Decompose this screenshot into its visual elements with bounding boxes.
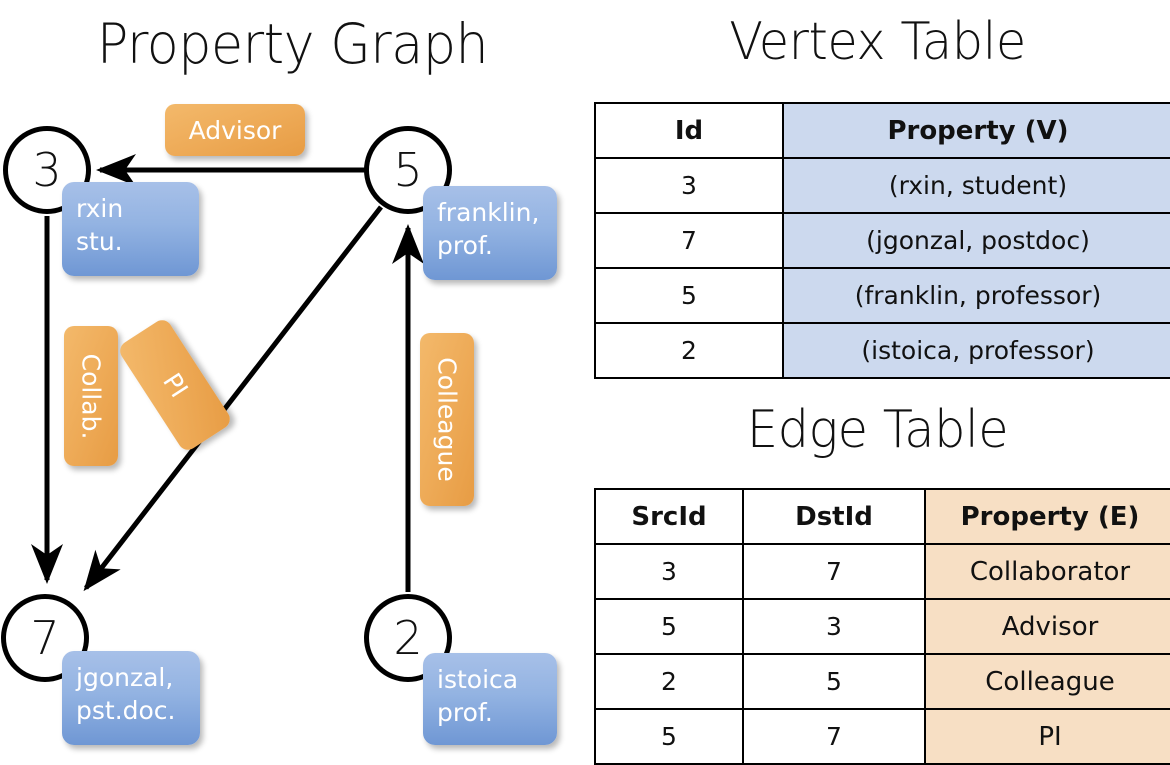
edge-cell-srcid: 3 — [594, 543, 744, 600]
edge-label-box-collab: Collab. — [64, 326, 118, 466]
vertex-cell-id: 3 — [594, 157, 784, 214]
vertex-table-header-property: Property (V) — [782, 102, 1170, 159]
edge-table: SrcId DstId Property (E) 3 7 Collaborato… — [594, 488, 1170, 765]
edge-cell-srcid: 5 — [594, 708, 744, 765]
edge-table-header-srcid: SrcId — [594, 488, 744, 545]
node-property-box-franklin: franklin, prof. — [423, 186, 557, 280]
edge-table-header-property: Property (E) — [924, 488, 1170, 545]
vertex-table-header-id: Id — [594, 102, 784, 159]
edge-cell-dstid: 3 — [742, 598, 926, 655]
table-row: 5 (franklin, professor) — [594, 267, 1170, 324]
table-row: 5 3 Advisor — [594, 598, 1170, 655]
graph-node-2[interactable]: 2 — [364, 594, 452, 682]
property-graph-diagram: 3 5 7 2 rxin stu. franklin, prof. jgonza… — [0, 0, 585, 760]
vertex-cell-property: (istoica, professor) — [782, 322, 1170, 379]
edge-label-text: Collab. — [76, 353, 106, 439]
table-row: 2 5 Colleague — [594, 653, 1170, 710]
graph-edges-svg — [31, 154, 424, 592]
edge-cell-srcid: 5 — [594, 598, 744, 655]
node-property-box-istoica: istoica prof. — [423, 653, 557, 745]
edge-cell-srcid: 2 — [594, 653, 744, 710]
table-header-row: SrcId DstId Property (E) — [594, 488, 1170, 545]
vertex-cell-property: (rxin, student) — [782, 157, 1170, 214]
vertex-cell-id: 7 — [594, 212, 784, 269]
node-property-line-1: rxin — [76, 194, 124, 223]
edge-label-text: Advisor — [188, 115, 282, 145]
table-header-row: Id Property (V) — [594, 102, 1170, 159]
graph-node-5[interactable]: 5 — [364, 126, 452, 214]
edge-table-header-dstid: DstId — [742, 488, 926, 545]
edge-cell-property: Advisor — [924, 598, 1170, 655]
edge-cell-dstid: 5 — [742, 653, 926, 710]
page-title-edge-table: Edge Table — [746, 400, 1009, 460]
node-property-line-2: prof. — [437, 231, 493, 260]
table-row: 5 7 PI — [594, 708, 1170, 765]
node-property-box-jgonzal: jgonzal, pst.doc. — [62, 651, 200, 745]
vertex-cell-id: 5 — [594, 267, 784, 324]
edge-label-box-colleague: Colleague — [420, 333, 474, 506]
node-property-line-2: stu. — [76, 227, 123, 256]
node-property-line-1: jgonzal, — [76, 663, 174, 692]
page-title-property-graph: Property Graph — [96, 12, 489, 76]
node-property-line-1: franklin, — [437, 198, 540, 227]
vertex-cell-id: 2 — [594, 322, 784, 379]
edge-cell-dstid: 7 — [742, 708, 926, 765]
edge-cell-dstid: 7 — [742, 543, 926, 600]
node-property-line-2: prof. — [437, 698, 493, 727]
edge-label-text: PI — [156, 367, 194, 403]
edge-cell-property: Colleague — [924, 653, 1170, 710]
table-row: 3 7 Collaborator — [594, 543, 1170, 600]
edge-cell-property: PI — [924, 708, 1170, 765]
edge-label-text: Colleague — [432, 357, 462, 482]
edge-label-box-advisor: Advisor — [165, 104, 305, 156]
vertex-cell-property: (jgonzal, postdoc) — [782, 212, 1170, 269]
table-row: 2 (istoica, professor) — [594, 322, 1170, 379]
edge-cell-property: Collaborator — [924, 543, 1170, 600]
table-row: 7 (jgonzal, postdoc) — [594, 212, 1170, 269]
edge-5-to-7-pi — [83, 205, 383, 592]
vertex-table: Id Property (V) 3 (rxin, student) 7 (jgo… — [594, 102, 1170, 379]
node-property-box-rxin: rxin stu. — [62, 182, 199, 276]
node-property-line-2: pst.doc. — [76, 696, 176, 725]
page-title-vertex-table: Vertex Table — [729, 12, 1026, 72]
vertex-cell-property: (franklin, professor) — [782, 267, 1170, 324]
node-property-line-1: istoica — [437, 665, 519, 694]
table-row: 3 (rxin, student) — [594, 157, 1170, 214]
